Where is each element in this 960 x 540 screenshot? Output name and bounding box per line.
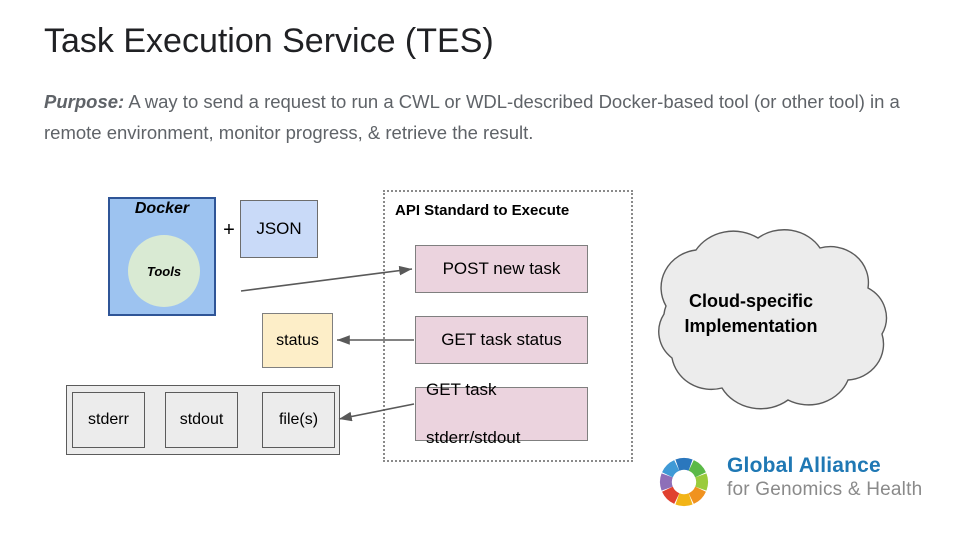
endpoint-get-task-stderr-stdout: GET task stderr/stdout xyxy=(415,380,588,447)
endpoint-get-output-label: GET task stderr/stdout xyxy=(426,378,521,450)
api-standard-region xyxy=(383,190,633,462)
ring-segment xyxy=(695,473,708,491)
endpoint-post-new-task: POST new task xyxy=(415,245,588,293)
endpoint-get-output-line2: stderr/stdout xyxy=(426,428,521,447)
json-label: JSON xyxy=(256,219,302,238)
endpoint-get-output-line1: GET task xyxy=(426,380,497,399)
status-box: status xyxy=(262,313,333,368)
purpose-paragraph: Purpose: A way to send a request to run … xyxy=(44,86,934,148)
file-stdout-label: stdout xyxy=(179,411,224,428)
cloud-svg xyxy=(658,229,888,410)
ring-segment xyxy=(675,493,693,507)
file-files-label: file(s) xyxy=(278,411,319,428)
ring-segment xyxy=(688,460,706,478)
ga4gh-logo: Global Alliance for Genomics & Health xyxy=(651,447,951,519)
ring-segment xyxy=(660,473,673,491)
cloud-label-line1: Cloud-specific xyxy=(688,291,813,311)
endpoint-post-label: POST new task xyxy=(442,259,561,278)
ga4gh-logo-line1: Global Alliance xyxy=(727,454,881,477)
api-standard-title: API Standard to Execute xyxy=(395,202,570,219)
plus-symbol: + xyxy=(223,219,235,241)
cloud-label-line2: Implementation xyxy=(684,316,818,336)
file-stderr-label: stderr xyxy=(88,411,129,428)
ring-segment xyxy=(662,486,680,504)
ring-segment xyxy=(675,457,693,471)
page-title: Task Execution Service (TES) xyxy=(44,22,494,60)
docker-label: Docker xyxy=(134,200,190,217)
ga4gh-logo-mark xyxy=(660,457,708,507)
purpose-text: A way to send a request to run a CWL or … xyxy=(44,91,900,143)
status-label: status xyxy=(276,331,319,349)
endpoint-get-status-label: GET task status xyxy=(441,330,562,349)
cloud-shape xyxy=(596,228,906,440)
ga4gh-logo-text: Global Alliance for Genomics & Health xyxy=(727,453,957,502)
ring-segment xyxy=(662,460,680,478)
file-box-files: file(s) xyxy=(262,392,335,448)
ring-segment xyxy=(688,486,706,504)
purpose-label: Purpose: xyxy=(44,91,125,112)
json-box: JSON xyxy=(240,200,318,258)
ga4gh-logo-line2: for Genomics & Health xyxy=(727,479,923,500)
tools-circle: Tools xyxy=(128,235,200,307)
tools-label: Tools xyxy=(146,263,182,279)
endpoint-get-task-status: GET task status xyxy=(415,316,588,364)
file-box-stderr: stderr xyxy=(72,392,145,448)
file-box-stdout: stdout xyxy=(165,392,238,448)
cloud-label: Cloud-specific Implementation xyxy=(596,289,906,339)
